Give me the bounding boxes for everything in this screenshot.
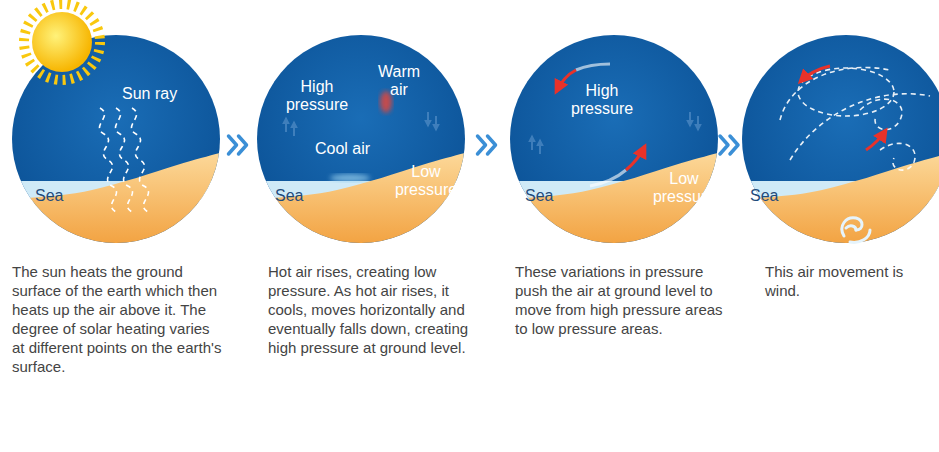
scene-label: Sea bbox=[35, 187, 75, 205]
pressure-label: High pressure bbox=[277, 78, 357, 114]
pressure-label: High pressure bbox=[562, 82, 642, 118]
chevron bbox=[730, 136, 738, 154]
pressure-arrows bbox=[532, 64, 698, 186]
step-arrow bbox=[478, 136, 496, 154]
step-circle: High pressureSeaLow pressureThese variat… bbox=[510, 35, 718, 342]
step-circle: Sun raySeaThe sun heats the ground surfa… bbox=[12, 35, 220, 380]
chevron bbox=[720, 136, 728, 154]
pressure-label: Low pressure bbox=[648, 170, 720, 206]
wind-swirls bbox=[780, 66, 930, 242]
step-circle: High pressure Warm airCool airLow pressur… bbox=[257, 35, 465, 361]
circle-scene bbox=[12, 35, 224, 247]
circle-scene bbox=[742, 35, 939, 247]
chevron bbox=[239, 136, 247, 154]
air-label: Cool air bbox=[315, 140, 385, 158]
step-caption: These variations in pressure push the ai… bbox=[515, 262, 725, 338]
scene-label: Sea bbox=[275, 187, 315, 205]
scene-label: Sea bbox=[750, 187, 790, 205]
step-caption: The sun heats the ground surface of the … bbox=[12, 262, 222, 376]
chevron bbox=[488, 136, 496, 154]
step-arrow bbox=[229, 136, 247, 154]
circle-scene bbox=[257, 35, 469, 247]
air-label: Warm air bbox=[369, 63, 429, 99]
sun-ray-lines bbox=[99, 108, 148, 212]
scene-label: Sea bbox=[525, 187, 565, 205]
step-caption: Hot air rises, creating low pressure. As… bbox=[268, 262, 473, 357]
circle-scene bbox=[510, 35, 722, 247]
pressure-label: Low pressure bbox=[391, 163, 461, 199]
sun bbox=[24, 4, 100, 80]
step-arrow bbox=[720, 136, 738, 154]
chevron bbox=[229, 136, 237, 154]
step-caption: This air movement is wind. bbox=[765, 262, 935, 300]
step-circle: SeaThis air movement is wind. bbox=[742, 35, 939, 304]
scene-label: Sun ray bbox=[122, 85, 202, 103]
chevron bbox=[478, 136, 486, 154]
